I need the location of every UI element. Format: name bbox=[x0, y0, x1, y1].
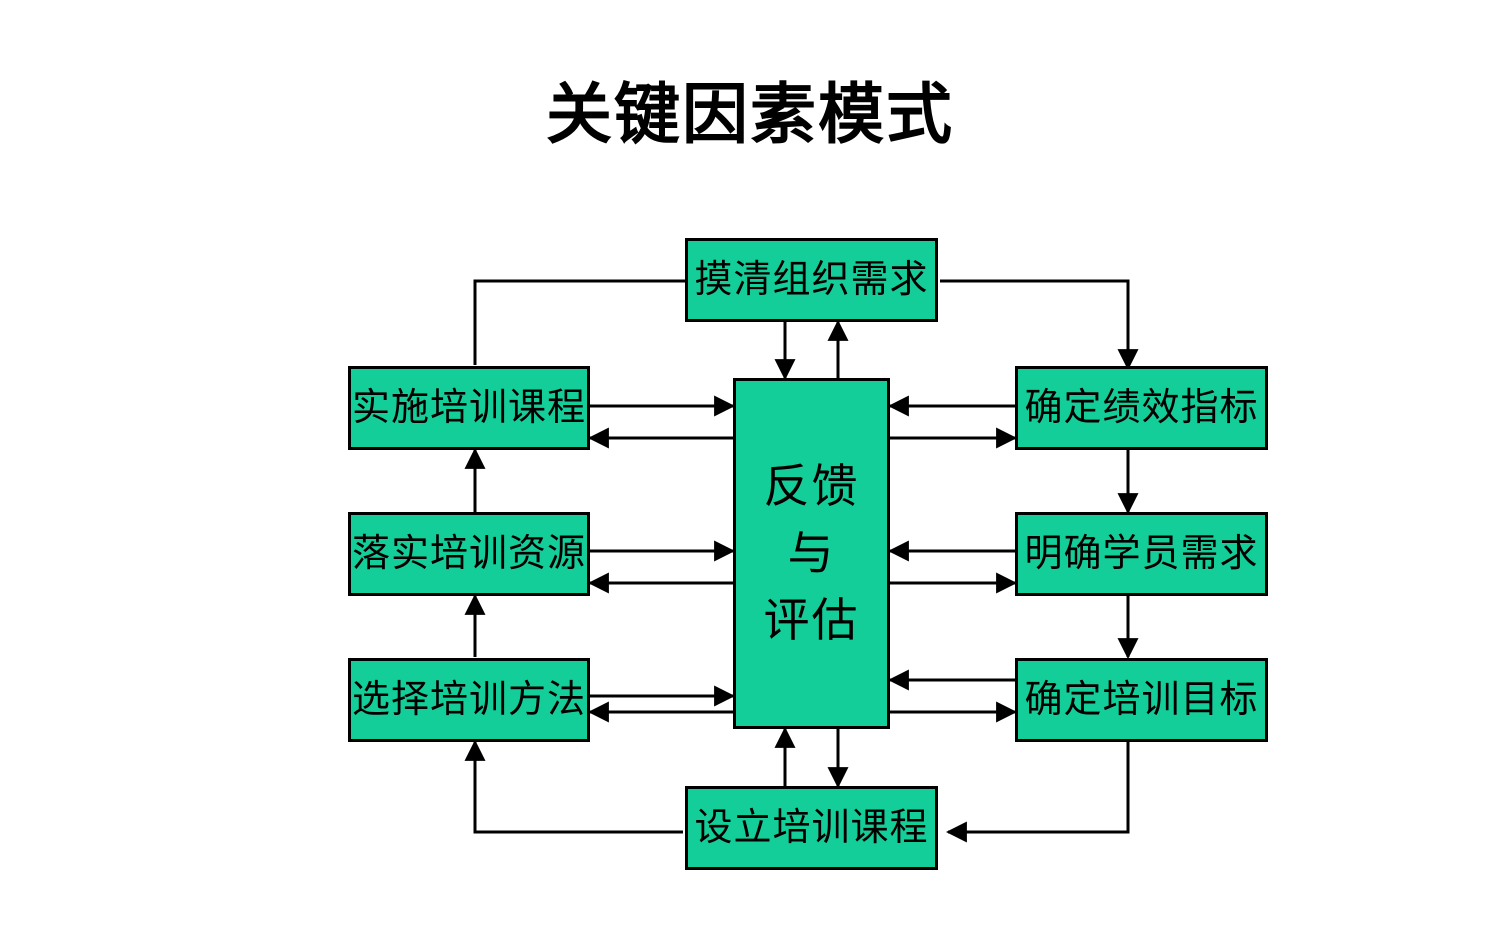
node-left-middle[interactable]: 落实培训资源 bbox=[348, 512, 590, 596]
node-right-top-label: 确定绩效指标 bbox=[1024, 386, 1259, 429]
edge-top-to-righttop bbox=[940, 279, 1139, 371]
node-top-label: 摸清组织需求 bbox=[694, 258, 929, 301]
node-right-bottom[interactable]: 确定培训目标 bbox=[1015, 658, 1268, 742]
page-title: 关键因素模式 bbox=[546, 77, 954, 151]
node-right-middle[interactable]: 明确学员需求 bbox=[1015, 512, 1268, 596]
edge-bottom-to-leftbottom bbox=[464, 739, 683, 834]
edge-rightbottom-to-bottom bbox=[945, 740, 1130, 843]
node-left-middle-label: 落实培训资源 bbox=[351, 532, 586, 575]
node-left-bottom[interactable]: 选择培训方法 bbox=[348, 658, 590, 742]
node-bottom[interactable]: 设立培训课程 bbox=[685, 786, 938, 870]
node-bottom-label: 设立培训课程 bbox=[694, 806, 929, 849]
node-left-top-label: 实施培训课程 bbox=[351, 386, 586, 429]
node-right-top[interactable]: 确定绩效指标 bbox=[1015, 366, 1268, 450]
node-center-feedback-evaluation[interactable]: 反馈 与 评估 bbox=[733, 378, 890, 729]
node-right-bottom-label: 确定培训目标 bbox=[1024, 678, 1259, 721]
node-top[interactable]: 摸清组织需求 bbox=[685, 238, 938, 322]
node-left-bottom-label: 选择培训方法 bbox=[351, 678, 586, 721]
node-center-label: 反馈 与 评估 bbox=[763, 460, 860, 646]
node-right-middle-label: 明确学员需求 bbox=[1024, 532, 1259, 575]
node-left-top[interactable]: 实施培训课程 bbox=[348, 366, 590, 450]
